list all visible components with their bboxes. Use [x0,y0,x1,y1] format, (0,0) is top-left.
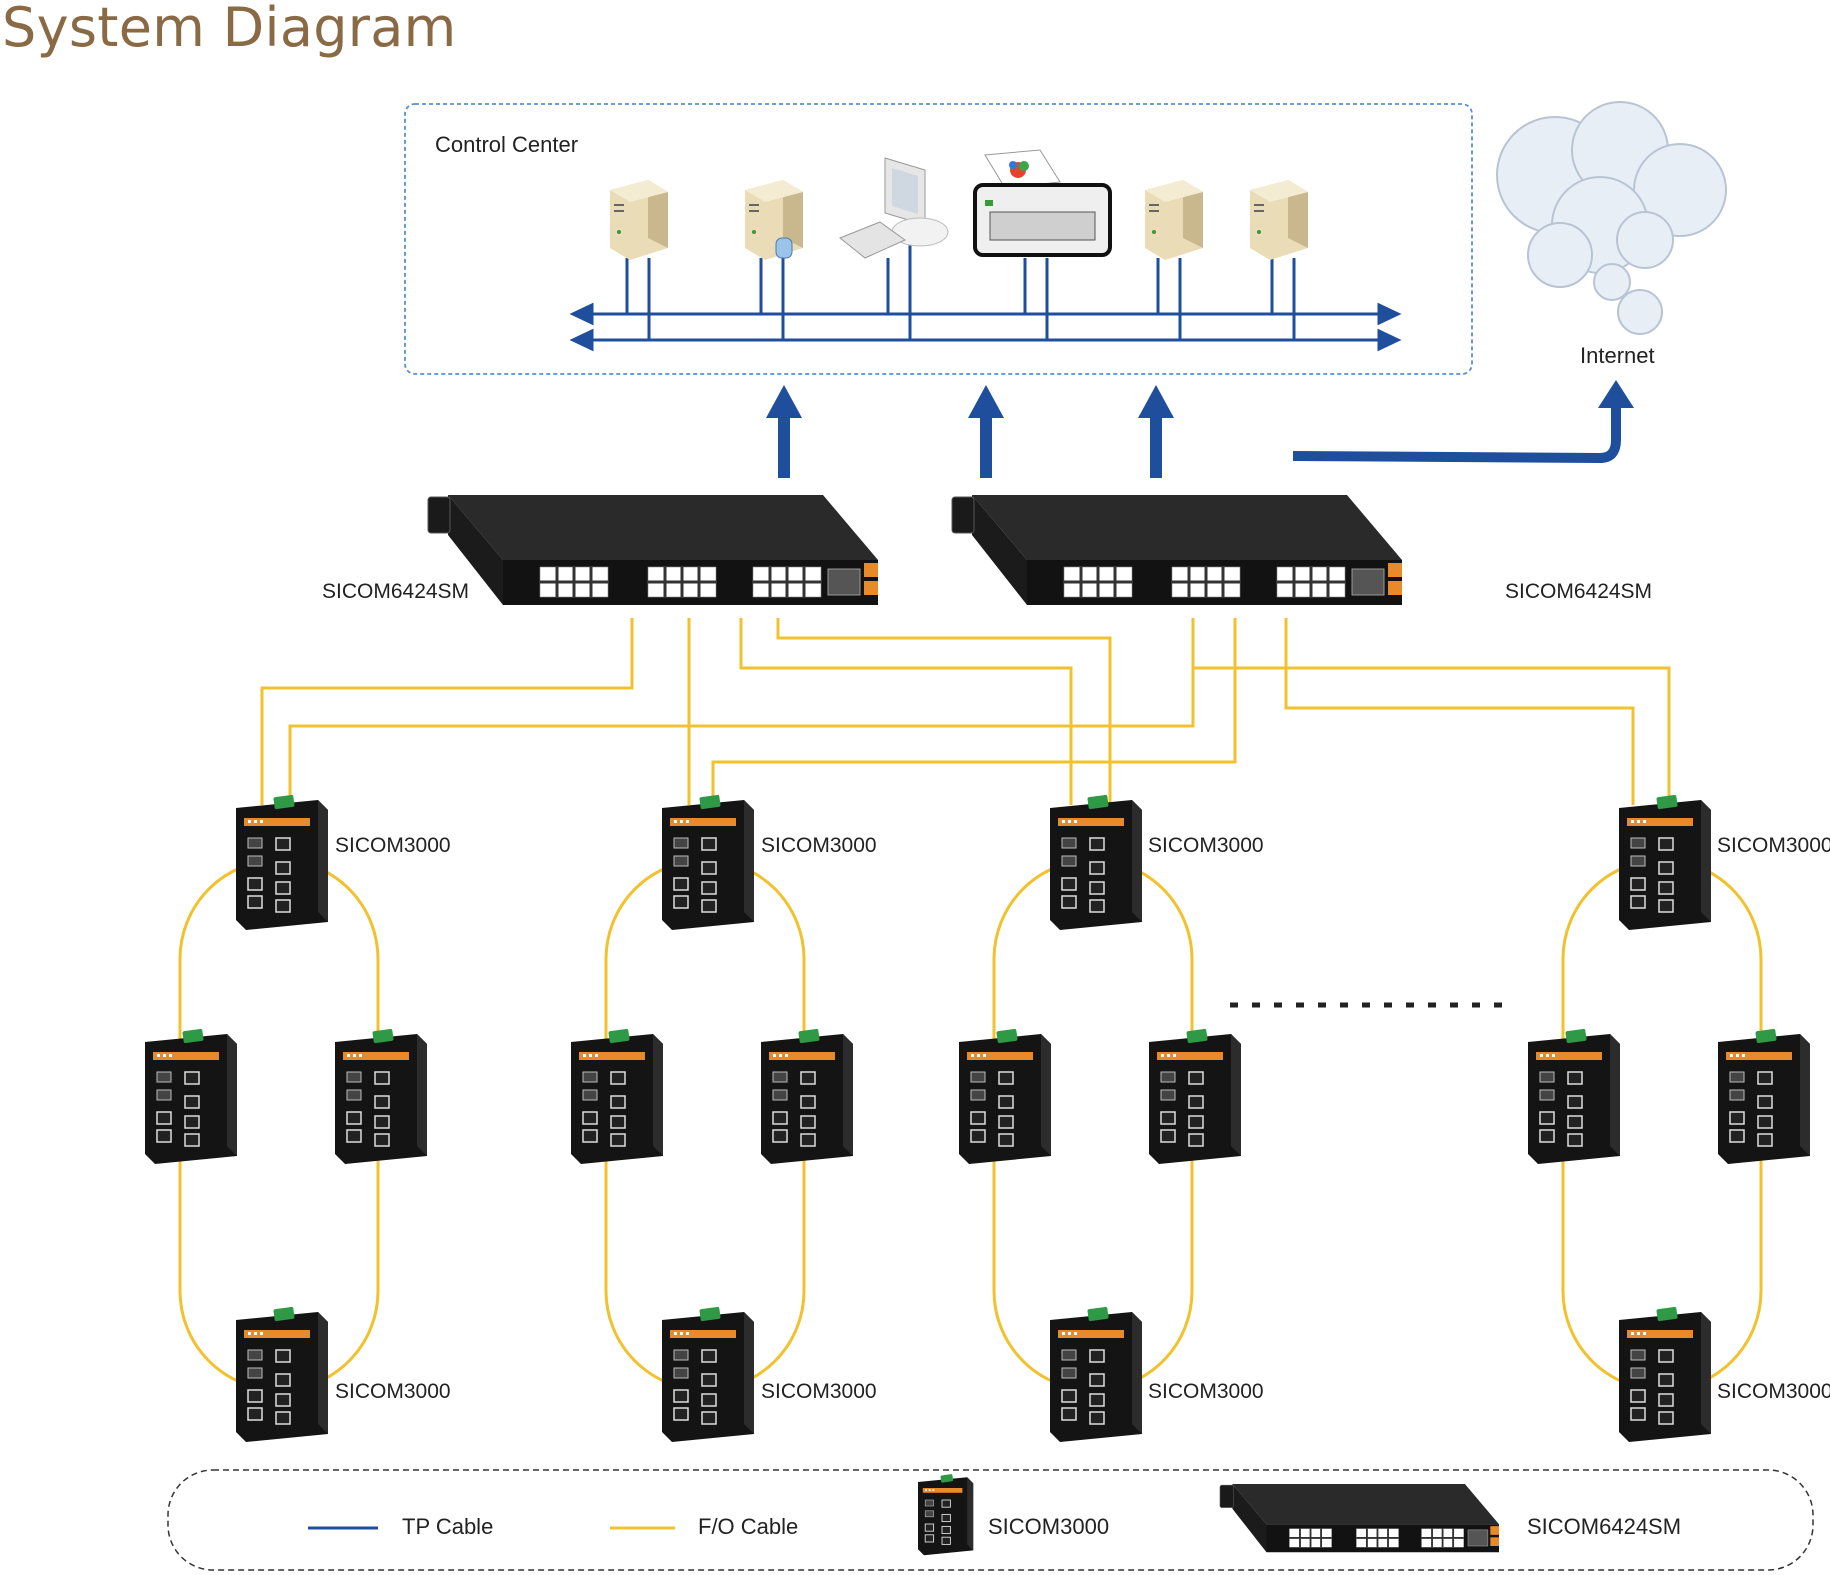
control-center-label: Control Center [435,132,578,157]
control-center-frame [404,103,1473,375]
workstation-icon [839,157,949,259]
cloud-icon [1496,101,1727,335]
internet-link [1292,405,1621,464]
ring-switch-label: SICOM3000 [1717,834,1830,857]
arrow-up-icon [1598,380,1634,408]
legend-tp-label: TP Cable [402,1514,493,1539]
server-icon [610,180,668,260]
legend-sicom3000-icon [917,1473,974,1556]
page-title: System Diagram [2,0,457,59]
ring-switch-label: SICOM3000 [335,834,451,857]
ring-switch-label: SICOM3000 [1148,834,1264,857]
legend-frame [167,1469,1814,1571]
legend-sicom6424-icon [1219,1483,1500,1554]
control-center-bus [569,245,1402,352]
ring-switch-label: SICOM3000 [335,1380,451,1403]
fiber-uplinks [260,618,1671,805]
ring-switch-label: SICOM3000 [761,1380,877,1403]
core-switch-label: SICOM6424SM [1505,580,1652,603]
ring-switch-label: SICOM3000 [1148,1380,1264,1403]
server-icon [1145,180,1203,260]
database-server-icon [745,180,803,260]
server-icon [1250,180,1308,260]
internet-label: Internet [1580,343,1655,368]
legend-sicom3000-label: SICOM3000 [988,1514,1109,1539]
ring-switch-label: SICOM3000 [1717,1380,1830,1403]
core-switch-label: SICOM6424SM [322,580,469,603]
ring-switch-label: SICOM3000 [761,834,877,857]
core-switch [426,493,880,607]
core-switch [950,493,1404,607]
ring-switches [144,793,1811,1443]
legend-fo-label: F/O Cable [698,1514,798,1539]
arrow-up-icon [766,385,1174,478]
legend-sicom6424-label: SICOM6424SM [1527,1514,1681,1539]
printer-icon [973,149,1112,257]
